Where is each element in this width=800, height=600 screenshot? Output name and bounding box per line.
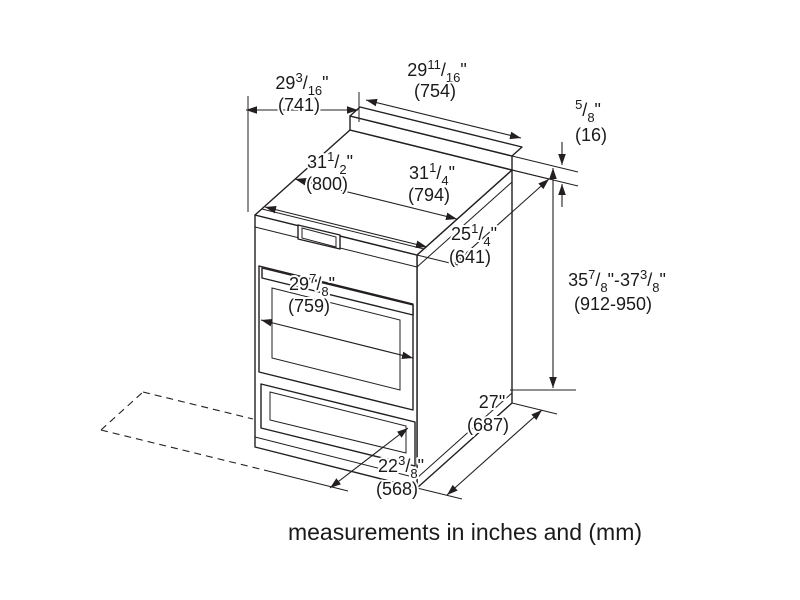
dim-label-cooktop-front-width-inches: 311/2" — [307, 149, 353, 177]
door-handle — [261, 267, 414, 316]
dim-label-trim-width-mm: (754) — [414, 81, 456, 101]
dim-label-overall-depth-inches: 27" — [479, 392, 505, 412]
dim-label-height-mm: (912-950) — [574, 294, 652, 314]
ext-line-depth-back — [511, 402, 558, 415]
dim-line-trim-width — [365, 98, 522, 140]
dim-label-base-depth-mm: (568) — [376, 479, 418, 499]
dim-label-trim-height-mm: (16) — [575, 125, 607, 145]
ext-line-cooktop-corner — [416, 254, 459, 266]
dim-label-cooktop-front-width-mm: (800) — [306, 174, 348, 194]
dim-label-trim-width-inches: 2911/16" — [407, 57, 466, 85]
caption: measurements in inches and (mm) — [288, 519, 642, 545]
dim-line-cooktop-front-width — [264, 205, 428, 249]
dim-label-height-inches: 357/8"-373/8" — [568, 267, 666, 295]
dim-label-cooktop-depth-inches: 251/4" — [451, 221, 497, 249]
cutout-front-dashed-line — [100, 429, 269, 472]
dim-label-overall-depth-mm: (687) — [467, 415, 509, 435]
dim-line-base-depth — [329, 427, 409, 489]
dimension-lines — [246, 98, 566, 496]
dim-label-cooktop-back-width-inches: 311/4" — [409, 160, 455, 188]
dim-line-door-width — [260, 318, 414, 360]
dim-label-cooktop-back-width-mm: (794) — [408, 185, 450, 205]
dim-line-overall-depth — [446, 409, 543, 496]
dimension-labels: 293/16" (741) 2911/16" (754) 5/8" (16) 3… — [273, 55, 667, 501]
dim-label-base-depth-inches: 223/8" — [378, 453, 424, 481]
dim-line-cooktop-back-width — [294, 177, 458, 221]
ext-line-trim-top — [511, 155, 579, 173]
dim-label-top-depth-inches: 293/16" — [275, 70, 328, 98]
dim-label-trim-height-inches: 5/8" — [575, 97, 601, 125]
dim-label-door-width-inches: 297/8" — [289, 271, 335, 299]
ext-line-cooktop-back-corner — [511, 169, 550, 180]
dim-label-top-depth-mm: (741) — [278, 95, 320, 115]
ext-line-base-depth — [267, 470, 349, 492]
dim-label-cooktop-depth-mm: (641) — [449, 247, 491, 267]
ext-line-depth-front — [416, 487, 463, 500]
floor-cutout-outline — [100, 391, 269, 472]
dim-label-door-width-mm: (759) — [288, 296, 330, 316]
cutout-back-dashed-line — [142, 391, 254, 420]
dim-line-cooktop-depth — [453, 178, 550, 265]
cutout-left-dashed-line — [100, 391, 144, 431]
